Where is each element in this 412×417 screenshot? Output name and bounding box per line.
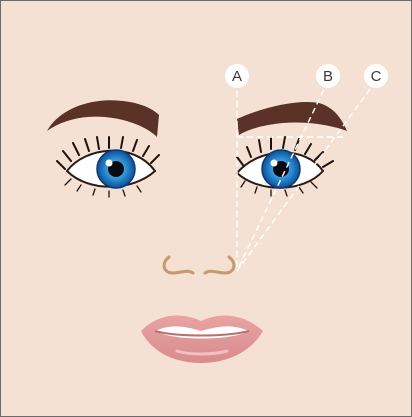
left-eye bbox=[57, 137, 159, 197]
right-eye bbox=[237, 137, 333, 196]
lips bbox=[141, 316, 263, 363]
marker-c: C bbox=[364, 64, 388, 88]
marker-a: A bbox=[225, 64, 249, 88]
marker-b-label: B bbox=[323, 68, 333, 85]
right-eyebrow bbox=[237, 102, 347, 135]
marker-c-label: C bbox=[371, 68, 382, 85]
marker-b: B bbox=[316, 64, 340, 88]
marker-a-label: A bbox=[232, 68, 242, 85]
left-eyebrow bbox=[47, 100, 159, 137]
nose bbox=[164, 257, 234, 273]
